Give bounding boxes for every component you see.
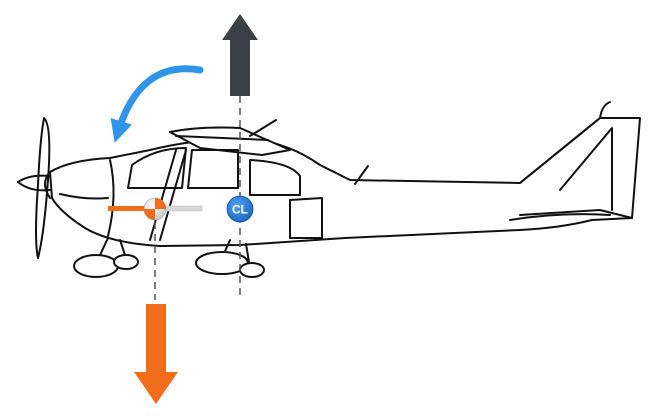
curved-arrow-icon [118,69,200,132]
down-arrow-icon [134,304,178,404]
fuselage [50,118,640,246]
airplane-drawing [18,102,640,277]
nose-gear [74,238,138,277]
up-arrow-icon [222,14,258,96]
cl-marker: CL [227,196,253,222]
cl-label: CL [232,203,248,217]
